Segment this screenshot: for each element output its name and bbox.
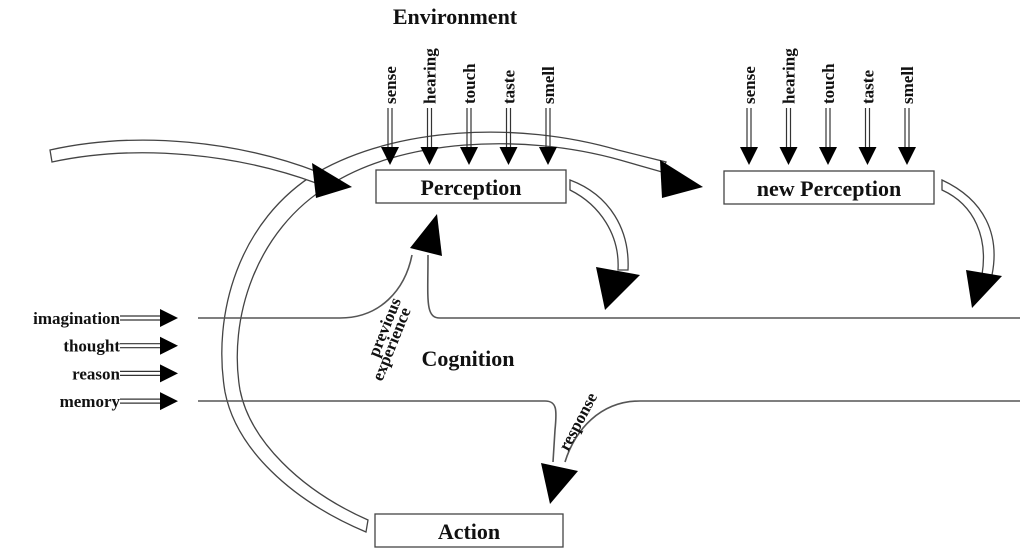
action-node: Action <box>374 513 564 548</box>
previous-experience-arrow-head <box>410 214 442 256</box>
incoming-arrow-head <box>312 163 352 198</box>
response-label: response <box>555 389 602 454</box>
sense-label: taste <box>500 70 519 104</box>
cognitive-input-imagination: imagination <box>33 309 178 328</box>
to-new-perception-arrow-head <box>660 160 703 198</box>
sense-arrow-head <box>539 147 557 165</box>
sense-arrow-touch: touch <box>819 63 838 165</box>
sense-label: smell <box>539 66 558 104</box>
senses-perception-group: sense hearing touch taste smell <box>381 48 558 165</box>
input-arrow-head <box>160 336 178 355</box>
cognitive-input-label: memory <box>60 392 121 411</box>
sense-label: hearing <box>421 48 440 104</box>
perception-node: Perception <box>375 169 567 204</box>
sense-label: taste <box>859 70 878 104</box>
sense-label: sense <box>381 66 400 104</box>
incoming-band <box>49 139 319 184</box>
perception-to-cognition-band <box>569 179 629 271</box>
sense-label: smell <box>898 66 917 104</box>
sense-label: sense <box>740 66 759 104</box>
sense-arrow-head <box>460 147 478 165</box>
sense-arrow-taste: taste <box>858 70 878 165</box>
sense-arrow-touch: touch <box>460 63 479 165</box>
input-arrow-head <box>160 364 178 383</box>
cognition-bottom-line-left <box>198 400 557 463</box>
new-perception-to-cognition-arrow-head <box>966 270 1002 308</box>
cognitive-input-memory: memory <box>60 392 178 411</box>
sense-arrow-sense: sense <box>381 66 400 165</box>
perception-label: Perception <box>420 175 521 200</box>
sense-arrow-head <box>740 147 758 165</box>
cognition-top-line-right <box>426 254 1020 319</box>
environment-title: Environment <box>393 4 518 29</box>
sense-arrow-head <box>898 147 916 165</box>
cognitive-input-label: imagination <box>33 309 120 328</box>
sense-arrow-head <box>819 147 837 165</box>
new-perception-to-cognition-band <box>941 178 995 276</box>
sense-label: touch <box>819 63 838 104</box>
sense-label: hearing <box>780 48 799 104</box>
cognitive-input-label: reason <box>72 364 120 383</box>
feedback-loop-band <box>221 131 667 533</box>
sense-arrow-hearing: hearing <box>779 48 799 165</box>
sense-arrow-smell: smell <box>898 66 917 165</box>
new-perception-label: new Perception <box>757 176 901 201</box>
sense-arrow-hearing: hearing <box>420 48 440 165</box>
sense-arrow-head <box>420 147 439 165</box>
action-label: Action <box>438 519 500 544</box>
sense-arrow-smell: smell <box>539 66 558 165</box>
input-arrow-head <box>160 392 178 411</box>
cognition-bottom-line-right <box>564 400 1020 463</box>
cognitive-input-label: thought <box>63 337 120 356</box>
input-arrow-head <box>160 309 178 327</box>
sense-arrow-head <box>499 147 518 165</box>
sense-arrow-head <box>381 147 399 165</box>
sense-arrow-taste: taste <box>499 70 519 165</box>
sense-arrow-head <box>858 147 877 165</box>
cognition-top-line-left <box>198 254 413 319</box>
perception-to-cognition-arrow-head <box>596 267 640 310</box>
cognitive-input-reason: reason <box>72 364 178 383</box>
response-arrow-head <box>541 463 578 504</box>
sense-arrow-sense: sense <box>740 66 759 165</box>
senses-new-perception-group: sense hearing touch taste smell <box>740 48 917 165</box>
sense-label: touch <box>460 63 479 104</box>
new-perception-node: new Perception <box>723 170 935 205</box>
cognitive-input-thought: thought <box>63 336 178 356</box>
sense-arrow-head <box>779 147 798 165</box>
cognition-label: Cognition <box>422 346 515 371</box>
cognitive-inputs-group: imagination thought reason memory <box>33 309 178 411</box>
